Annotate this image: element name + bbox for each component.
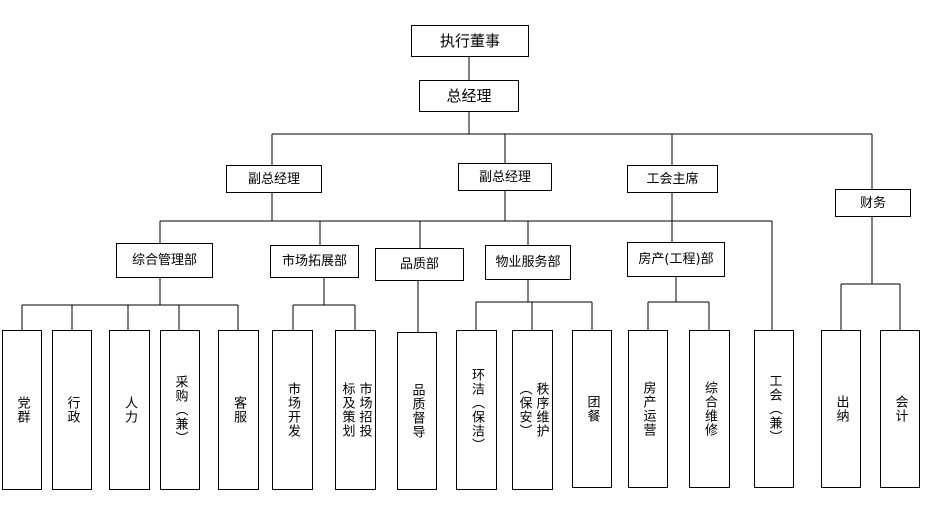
node-label: 品质部 — [399, 257, 439, 272]
node-label: 综合管理部 — [131, 253, 197, 268]
leaf-label: 团餐 — [584, 395, 600, 423]
leaf-bidding-planning: 市场招投标及策划 — [335, 330, 376, 490]
node-general-manager: 总经理 — [419, 80, 519, 112]
leaf-label-part-1: 市场招投 — [356, 382, 372, 438]
node-deputy-gm-1: 副总经理 — [226, 165, 322, 193]
leaf-label: 品质督导 — [409, 383, 425, 439]
node-label: 副总经理 — [247, 171, 300, 187]
node-executive-director: 执行董事 — [411, 25, 529, 57]
leaf-label: 人力 — [122, 396, 137, 424]
leaf-label: 市场开发 — [285, 382, 300, 438]
leaf-property-operation: 房产运营 — [628, 330, 668, 488]
node-label: 市场拓展部 — [281, 254, 347, 269]
leaf-order-security: 秩序维护（保安） — [512, 330, 553, 490]
leaf-label: 环洁（保洁） — [469, 368, 484, 452]
leaf-label-part-2: （保安） — [516, 382, 532, 438]
node-label: 副总经理 — [478, 169, 531, 185]
leaf-purchasing: 采购（兼） — [160, 330, 200, 490]
leaf-label-part-2: 标及策划 — [339, 382, 355, 438]
leaf-label: 综合维修 — [702, 381, 717, 437]
node-property-service-dept: 物业服务部 — [485, 245, 571, 280]
leaf-cashier: 出纳 — [821, 330, 861, 488]
leaf-union: 工会（兼） — [754, 330, 794, 488]
leaf-customer-service: 客服 — [218, 330, 259, 490]
leaf-label-part-1: 秩序维护 — [533, 382, 549, 438]
leaf-label: 工会（兼） — [766, 374, 782, 444]
leaf-label: 会计 — [892, 395, 908, 423]
node-realestate-eng-dept: 房产(工程)部 — [627, 242, 725, 277]
leaf-label: 行政 — [64, 396, 80, 424]
leaf-group-catering: 团餐 — [572, 330, 612, 488]
node-union-chair: 工会主席 — [627, 165, 718, 193]
leaf-cleaning: 环洁（保洁） — [456, 330, 497, 490]
node-label: 总经理 — [446, 86, 492, 105]
leaf-accountant: 会计 — [880, 330, 920, 488]
leaf-hr: 人力 — [109, 330, 150, 490]
node-label: 工会主席 — [646, 171, 699, 187]
node-label: 执行董事 — [439, 31, 500, 50]
node-label: 财务 — [859, 195, 886, 211]
leaf-administration: 行政 — [52, 330, 92, 490]
node-deputy-gm-2: 副总经理 — [458, 163, 552, 191]
node-finance: 财务 — [835, 189, 911, 217]
leaf-label: 房产运营 — [640, 381, 656, 437]
node-label: 物业服务部 — [495, 255, 561, 270]
leaf-label: 党群 — [14, 396, 30, 424]
leaf-party: 党群 — [2, 330, 42, 490]
leaf-market-development: 市场开发 — [272, 330, 313, 490]
node-general-admin-dept: 综合管理部 — [116, 243, 213, 278]
leaf-label: 客服 — [231, 396, 246, 424]
node-market-dept: 市场拓展部 — [270, 245, 359, 278]
leaf-general-maintenance: 综合维修 — [689, 330, 730, 488]
node-label: 房产(工程)部 — [638, 252, 714, 267]
node-quality-dept: 品质部 — [375, 248, 464, 281]
leaf-label: 出纳 — [833, 395, 849, 423]
leaf-label: 采购（兼） — [172, 375, 188, 445]
leaf-quality-supervision: 品质督导 — [397, 332, 437, 490]
